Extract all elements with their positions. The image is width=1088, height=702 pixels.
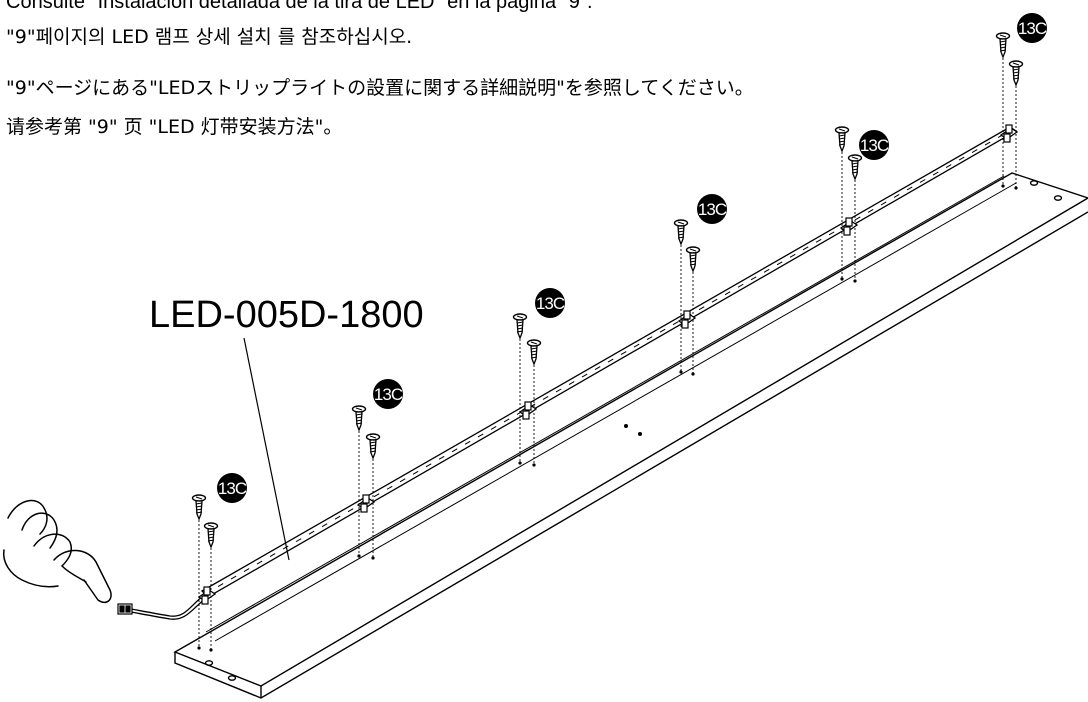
callout-label: 13C: [860, 136, 889, 155]
instruction-korean: "9"페이지의 LED 램프 상세 설치 를 참조하십시오.: [6, 26, 413, 48]
led-strip: [200, 126, 1018, 598]
mounting-clip: [356, 494, 376, 513]
mounting-clip: [518, 401, 538, 420]
mounting-clip: [999, 124, 1019, 143]
mount-station: 13C: [834, 126, 890, 283]
part-label-leader: [243, 337, 290, 561]
fastener-layer: 13C 13C 13C 13C 13C 13C: [191, 13, 1048, 652]
screw-icon: [191, 494, 207, 521]
screw-icon: [995, 32, 1011, 59]
callout-13c: 13C: [859, 130, 890, 160]
part-label: LED-005D-1800: [149, 294, 424, 336]
shelf-board: [173, 172, 1088, 699]
mount-station: 13C: [512, 288, 566, 467]
screw-icon: [847, 154, 863, 181]
callout-label: 13C: [698, 200, 727, 219]
callout-label: 13C: [218, 479, 247, 498]
mount-station: 13C: [191, 473, 248, 652]
callout-13c: 13C: [697, 194, 728, 224]
instruction-spanish: Consulte "Instalación detallada de la ti…: [6, 0, 593, 13]
callout-13c: 13C: [217, 473, 248, 503]
screw-icon: [685, 246, 701, 273]
center-holes: [624, 424, 642, 436]
instruction-japanese: "9"ページにある"LEDストリップライトの設置に関する詳細説明"を参照してくだ…: [6, 77, 754, 99]
screw-icon: [1008, 60, 1024, 87]
mount-station: 13C: [673, 194, 728, 376]
screw-icon: [512, 313, 528, 340]
connector-plug-icon: [117, 603, 133, 615]
screw-icon: [526, 339, 542, 366]
callout-13c: 13C: [373, 379, 404, 409]
mount-station: 13C: [995, 13, 1048, 190]
mounting-clip: [839, 217, 859, 236]
callout-13c: 13C: [1017, 13, 1048, 43]
mounting-clip: [677, 310, 697, 329]
callout-label: 13C: [374, 385, 403, 404]
mount-station: 13C: [351, 379, 404, 560]
mounting-clip: [197, 586, 217, 605]
pointing-hand-icon: [2, 499, 112, 604]
led-cable: [130, 595, 206, 620]
screw-icon: [365, 433, 381, 460]
callout-label: 13C: [536, 294, 565, 313]
instruction-chinese: 请参考第 "9" 页 "LED 灯带安装方法"。: [6, 116, 343, 138]
screw-icon: [834, 126, 850, 153]
screw-icon: [203, 522, 219, 549]
screw-icon: [673, 219, 689, 246]
callout-13c: 13C: [535, 288, 566, 318]
screw-icon: [351, 405, 367, 432]
callout-label: 13C: [1018, 19, 1047, 38]
